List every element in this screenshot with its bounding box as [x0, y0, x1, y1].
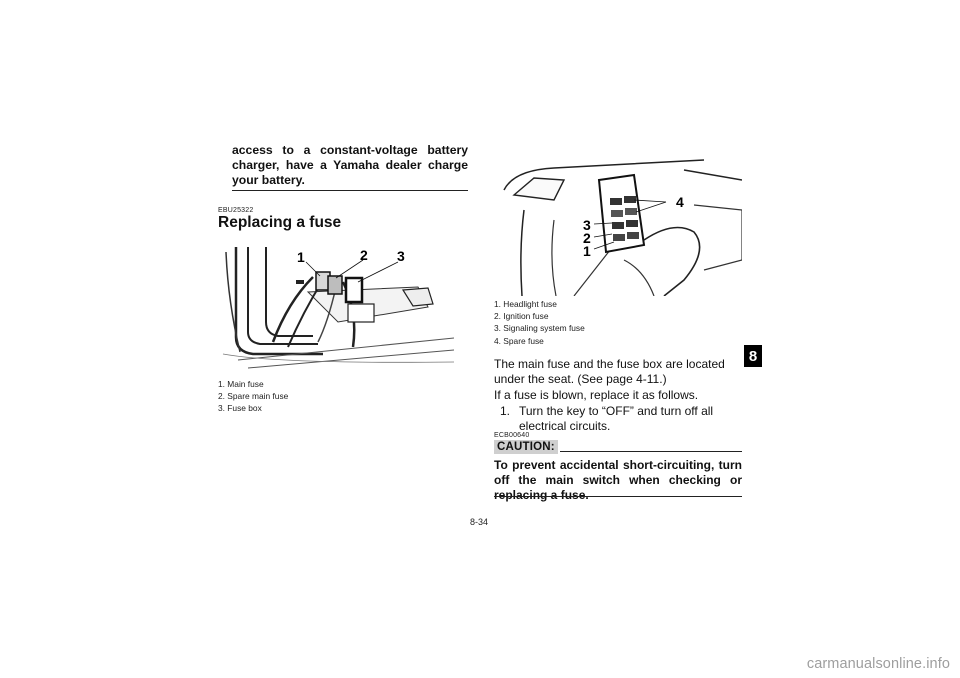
caption-spare-main-fuse: 2. Spare main fuse — [218, 391, 289, 402]
section-title: Replacing a fuse — [218, 214, 342, 231]
caution-text: To prevent accidental short-circuiting, … — [494, 458, 742, 502]
caution-code: ECB00640 — [494, 432, 530, 439]
main-fuse-illustration: 1 2 3 — [218, 242, 454, 372]
caption-fuse-box: 3. Fuse box — [218, 403, 262, 414]
caption-main-fuse: 1. Main fuse — [218, 379, 264, 389]
caution-label: CAUTION: — [494, 440, 558, 454]
caption-ignition-fuse: 2. Ignition fuse — [494, 311, 549, 322]
step-1-number: 1. — [500, 404, 511, 418]
right-callout-3: 3 — [583, 217, 591, 233]
caution-bottom-rule — [494, 496, 742, 497]
caption-spare-fuse: 4. Spare fuse — [494, 335, 544, 346]
right-figure-captions: 1. Headlight fuse 2. Ignition fuse 3. Si… — [494, 298, 585, 347]
caption-headlight-fuse: 1. Headlight fuse — [494, 299, 557, 309]
caption-signaling-fuse: 3. Signaling system fuse — [494, 323, 585, 334]
intro-underline — [232, 190, 468, 191]
right-callout-1: 1 — [583, 243, 591, 259]
left-figure-captions: 1. Main fuse 2. Spare main fuse 3. Fuse … — [218, 378, 288, 415]
section-code: EBU25322 — [218, 207, 254, 214]
watermark-text: carmanualsonline.info — [806, 656, 950, 672]
fuse-box-illustration: 4 3 2 1 — [494, 150, 742, 296]
fuse-location-paragraph: The main fuse and the fuse box are locat… — [494, 357, 725, 387]
page-number: 8-34 — [470, 517, 489, 527]
right-callout-4: 4 — [676, 194, 684, 210]
fuse-replace-intro: If a fuse is blown, replace it as follow… — [494, 388, 699, 402]
left-callout-2: 2 — [360, 247, 368, 263]
caution-header-rule — [560, 451, 742, 452]
right-callout-2: 2 — [583, 230, 591, 246]
left-callout-1: 1 — [297, 249, 305, 265]
step-1-text: Turn the key to “OFF” and turn off all e… — [519, 404, 714, 434]
left-callout-3: 3 — [397, 248, 405, 264]
chapter-tab: 8 — [744, 345, 762, 367]
intro-bold-text: access to a constant-voltage battery cha… — [232, 143, 468, 187]
step-1: 1. Turn the key to “OFF” and turn off al… — [500, 404, 746, 434]
